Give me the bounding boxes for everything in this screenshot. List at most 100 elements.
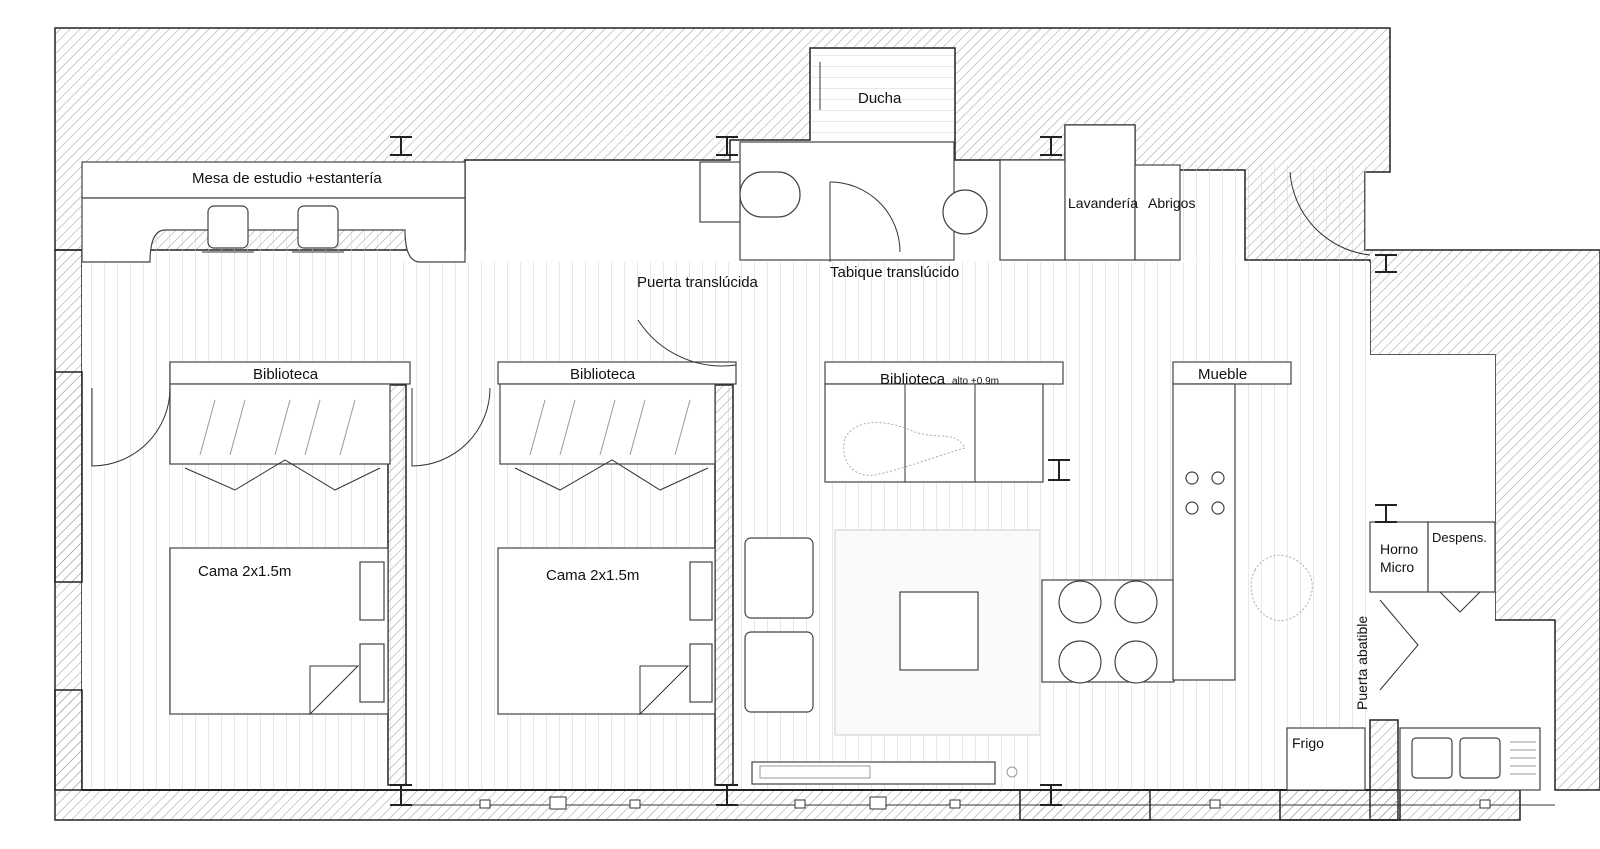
hob-2 [1211, 471, 1225, 485]
label-library-1: Biblioteca [253, 366, 319, 383]
structural-columns [390, 136, 1397, 806]
dining-chair-2 [1114, 580, 1158, 624]
label-pantry: Despens. [1432, 530, 1487, 545]
window-marker [1209, 799, 1221, 809]
coffee-table [899, 591, 979, 671]
column-icon [1048, 459, 1070, 481]
chair-1 [207, 205, 249, 249]
window-marker [794, 799, 806, 809]
label-micro: Micro [1380, 559, 1414, 575]
bedroom-1-door [91, 387, 171, 467]
floor-shower [812, 50, 954, 142]
coats-closet [1134, 164, 1181, 261]
pantry-unit [1427, 521, 1496, 593]
label-bed-1: Cama 2x1.5m [198, 563, 291, 580]
plant-1 [843, 422, 966, 476]
hob-1 [1185, 471, 1199, 485]
dining-chair-4 [1114, 640, 1158, 684]
bed-2 [497, 547, 716, 715]
dining-kitchen [1041, 171, 1541, 791]
library-3-cabinet [824, 383, 1044, 483]
armchair-1 [744, 537, 814, 619]
floor-desk-area [150, 225, 400, 265]
bedroom-2 [497, 319, 737, 716]
bedroom-1 [91, 361, 491, 716]
desk-top [81, 197, 466, 263]
wardrobe-2-hangers [529, 399, 691, 456]
sink-2 [1459, 737, 1501, 779]
label-desk: Mesa de estudio +estantería [192, 170, 382, 187]
label-library-3-note: alto +0.9m [952, 376, 999, 387]
label-translucent-partition: Tabique translúcido [830, 264, 959, 281]
label-folding-door: Puerta abatible [1354, 616, 1370, 710]
room-labels: Mesa de estudio +estantería Ducha Lavand… [192, 90, 1487, 751]
label-fridge: Frigo [1292, 735, 1324, 751]
wardrobe-1-hangers [199, 399, 356, 456]
pantry-doors [1439, 591, 1481, 613]
column-icon [716, 784, 738, 806]
window-marker [869, 796, 887, 810]
label-library-3: Biblioteca [880, 371, 946, 388]
column-icon [716, 136, 738, 156]
bedroom-2-door [411, 387, 491, 467]
label-shower: Ducha [858, 90, 902, 107]
column-icon [1375, 504, 1397, 523]
hob-4 [1211, 501, 1225, 515]
living-room [744, 361, 1064, 785]
plant-2 [1250, 554, 1313, 622]
label-bed-2: Cama 2x1.5m [546, 567, 639, 584]
label-furniture: Mueble [1198, 366, 1247, 383]
kitchen-counter [1172, 383, 1236, 681]
bed-1-sheet [309, 665, 360, 716]
bed-1-pillow-b [359, 643, 385, 703]
console-knob [1006, 766, 1018, 778]
window-marker [549, 796, 567, 810]
desk-shelf [81, 161, 466, 199]
left-window-wall-2 [54, 689, 83, 791]
bath-door-swing [829, 181, 901, 253]
armchair-2 [744, 631, 814, 713]
wardrobe-2 [499, 383, 716, 465]
dining-chair-3 [1058, 640, 1102, 684]
drainboard [1510, 741, 1536, 775]
south-windows [479, 796, 1491, 810]
dining-chair-1 [1058, 580, 1102, 624]
translucent-door-swing [637, 319, 737, 367]
left-window-wall [54, 371, 83, 583]
wc-bowl [739, 171, 801, 218]
fridge-unit [1286, 727, 1366, 791]
washbasin [942, 189, 988, 235]
label-laundry: Lavandería [1068, 195, 1138, 211]
sink-1 [1411, 737, 1453, 779]
column-icon [1375, 254, 1397, 273]
label-oven: Horno [1380, 541, 1418, 557]
study-desk [81, 161, 466, 263]
entry-door-swing [1289, 171, 1371, 256]
wardrobe-1-doors [184, 459, 381, 491]
column-icon [1040, 784, 1062, 806]
window-marker [479, 799, 491, 809]
laundry-unit [1064, 124, 1136, 261]
label-translucent-door: Puerta translúcida [637, 274, 759, 291]
column-icon [390, 784, 412, 806]
hob-3 [1185, 501, 1199, 515]
column-icon [390, 136, 412, 156]
bathroom [699, 62, 1181, 262]
window-marker [629, 799, 641, 809]
interior-walls [54, 371, 1555, 821]
wc-cistern [699, 161, 741, 223]
floor-laundry-right [1180, 165, 1370, 260]
bed-1 [169, 547, 389, 715]
bed-1-pillow-a [359, 561, 385, 621]
bed-2-pillow-a [689, 561, 713, 621]
folding-door-leaf [1379, 599, 1419, 691]
window-marker [949, 799, 961, 809]
label-library-2: Biblioteca [570, 366, 636, 383]
bed-2-pillow-b [689, 643, 713, 703]
radiator [759, 765, 871, 779]
bed-2-sheet [639, 665, 690, 716]
partition-2 [714, 384, 734, 786]
column-icon [1040, 136, 1062, 156]
laundry-closet [999, 159, 1066, 261]
label-coats: Abrigos [1148, 195, 1195, 211]
